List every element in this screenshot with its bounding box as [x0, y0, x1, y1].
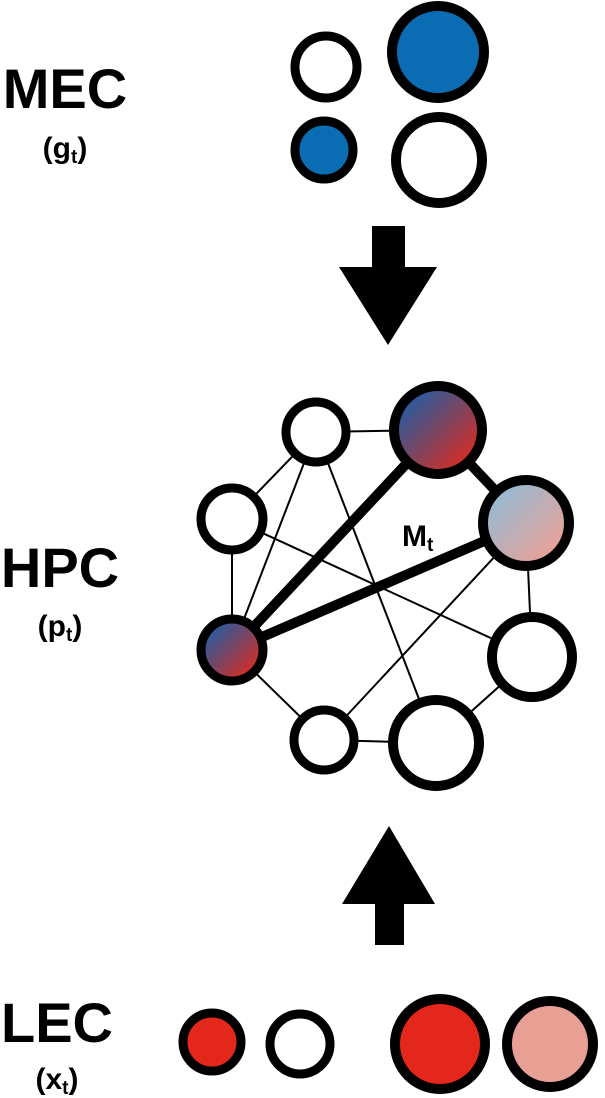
- hpc-unit: [196, 483, 268, 555]
- hpc-units: [196, 381, 577, 791]
- connection: [231, 431, 317, 651]
- lec-variable-label: (xt): [35, 1063, 78, 1098]
- lec-units: [178, 994, 598, 1094]
- hpc-unit: [281, 397, 351, 467]
- mec-unit: [387, 1, 489, 103]
- memory-matrix-label: Mt: [402, 520, 434, 556]
- lec-unit: [178, 1008, 246, 1076]
- arrow-up-icon: [342, 826, 435, 945]
- hpc-unit: [478, 475, 574, 571]
- arrow-down-icon: [339, 226, 437, 345]
- hpc-unit: [196, 614, 268, 686]
- memory-connection: [227, 425, 443, 655]
- hpc-unit: [389, 381, 487, 479]
- lec-unit: [502, 996, 598, 1092]
- hpc-label: HPC: [1, 536, 119, 599]
- mec-variable-label: (gt): [43, 132, 88, 168]
- lec-unit: [265, 1009, 335, 1079]
- mec-label: MEC: [3, 57, 127, 120]
- hpc-variable-label: (pt): [38, 610, 83, 646]
- memory-connection: [227, 518, 531, 655]
- mec-units: [290, 1, 489, 208]
- hpc-unit: [289, 705, 359, 775]
- mec-unit: [290, 116, 358, 184]
- lec-unit: [390, 994, 490, 1094]
- hpc-unit: [388, 695, 484, 791]
- hpc-unit: [487, 612, 577, 702]
- lec-label: LEC: [1, 991, 113, 1054]
- mec-unit: [290, 31, 362, 103]
- connection: [323, 522, 527, 741]
- mec-unit: [391, 112, 487, 208]
